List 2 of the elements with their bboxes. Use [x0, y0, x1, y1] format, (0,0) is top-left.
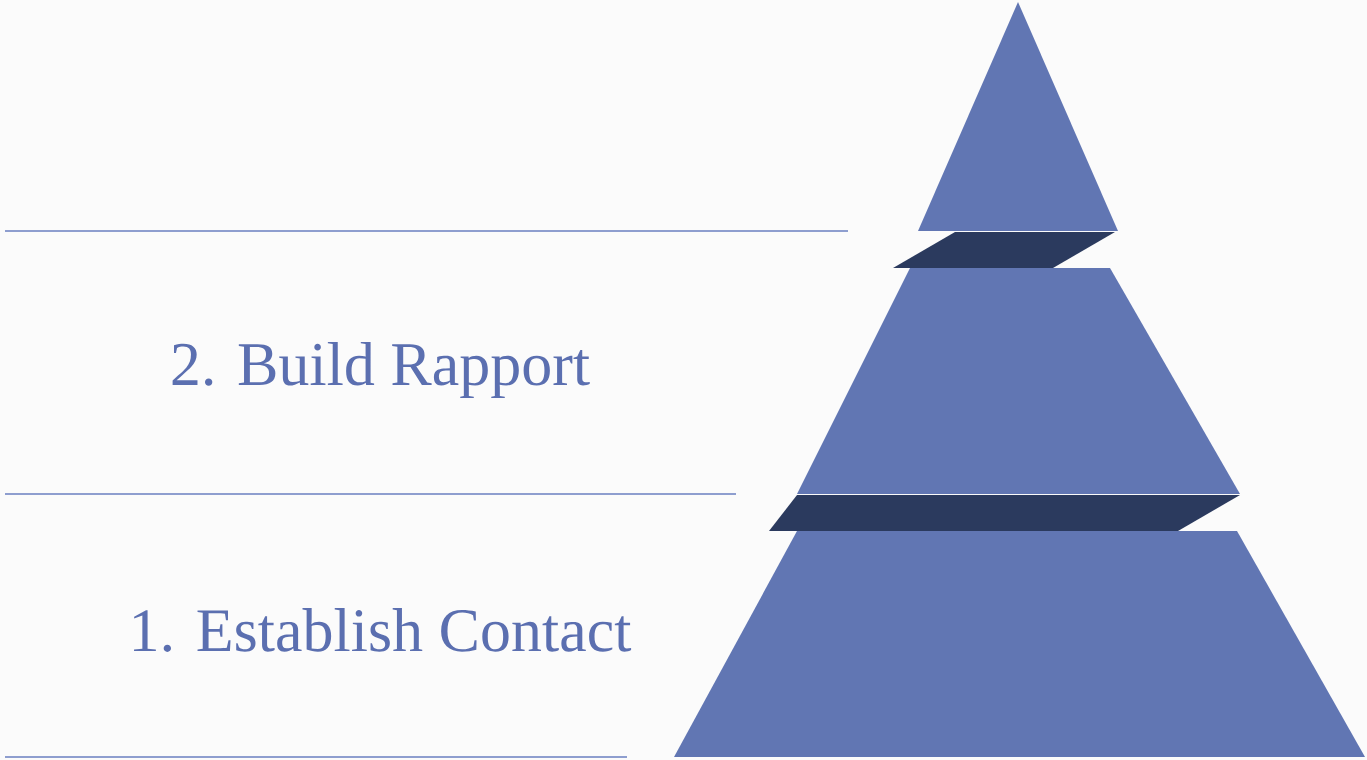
step-label: 1. Establish Contact — [134, 608, 632, 652]
step-label: 2. Build Rapport — [172, 341, 590, 399]
